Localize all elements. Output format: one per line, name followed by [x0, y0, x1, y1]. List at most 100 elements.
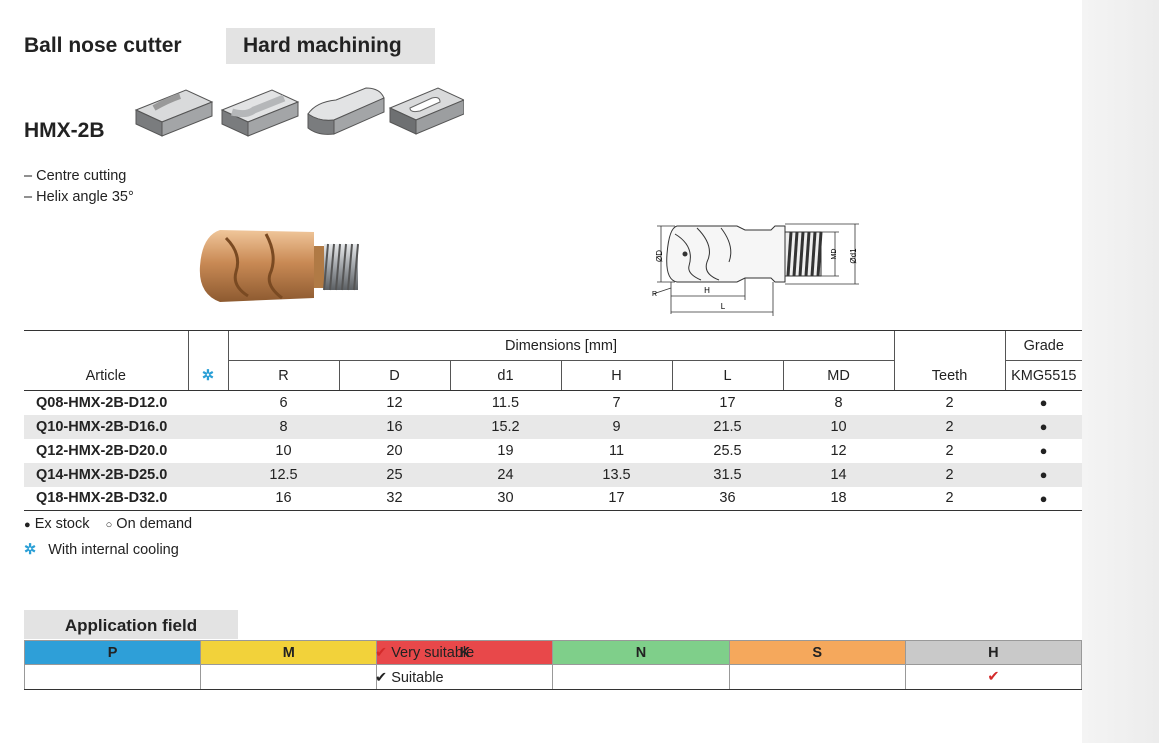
- cell-h: 17: [561, 486, 672, 511]
- suitability-s: [728, 664, 906, 690]
- internal-cooling-icon: ✲: [24, 542, 37, 558]
- pocket-shape-icon: [388, 87, 464, 135]
- drawing-label-d1: Ød1: [849, 248, 858, 264]
- cell-r: 16: [228, 486, 339, 511]
- very-suitable-label: Very suitable: [391, 645, 475, 661]
- cell-md: 10: [783, 414, 895, 439]
- legend-cooling-line: ✲ With internal cooling: [24, 538, 192, 563]
- model-name: HMX-2B: [24, 119, 105, 142]
- channel-shape-icon: [220, 89, 300, 137]
- cell-d1: 19: [497, 442, 514, 459]
- legend-suitable: ✔ Suitable: [375, 666, 474, 691]
- cell-d1: 30: [450, 486, 561, 511]
- product-family-title: Ball nose cutter: [24, 34, 182, 57]
- cell-grade: ●: [1005, 462, 1083, 487]
- on-demand-icon: ○: [105, 519, 113, 531]
- cell-grade: ●: [1039, 395, 1048, 411]
- article-cell: Q08-HMX-2B-D12.0: [36, 394, 168, 411]
- groove-shape-icon: [134, 89, 214, 137]
- cell-teeth: 2: [894, 462, 1006, 487]
- teeth-header: Teeth: [893, 330, 1006, 391]
- article-cell: Q14-HMX-2B-D25.0: [24, 462, 188, 487]
- feature-item: – Centre cutting: [24, 168, 127, 184]
- ex-stock-label: Ex stock: [34, 516, 90, 532]
- column-header-d: D: [338, 360, 450, 391]
- material-s: S: [728, 640, 906, 665]
- ex-stock-icon: ●: [24, 519, 31, 531]
- material-n: N: [552, 640, 730, 665]
- article-cell: Q10-HMX-2B-D16.0: [24, 414, 188, 439]
- column-header-r: R: [227, 360, 339, 391]
- feature-item: – Helix angle 35°: [24, 189, 134, 205]
- material-h: H: [904, 640, 1083, 665]
- cooling-header-icon: ✲: [187, 330, 228, 391]
- cell-r: 10: [275, 442, 292, 459]
- cell-l: 36: [672, 486, 783, 511]
- drawing-label-r: R: [652, 291, 657, 298]
- dimensions-header: Dimensions [mm]: [227, 330, 895, 361]
- technical-drawing-diagram: ØD Ød1 MD R H L: [652, 223, 859, 316]
- cell-d: 25: [339, 462, 450, 487]
- cell-l: 31.5: [672, 462, 783, 487]
- suitable-label: Suitable: [391, 670, 444, 686]
- cell-grade: ●: [1005, 486, 1083, 511]
- suitability-legend: ✔ Very suitable ✔ Suitable: [375, 641, 474, 691]
- column-header-l: L: [671, 360, 783, 391]
- grade-name-header: KMG5515: [1004, 360, 1083, 391]
- suitability-k: [376, 664, 554, 690]
- cell-l: 21.5: [672, 414, 783, 439]
- table-row: Q10-HMX-2B-D16.0 8 16 15.2 9 21.5 10 2 ●: [24, 414, 1083, 439]
- cell-r: 8: [228, 414, 339, 439]
- application-shapes-icon: [134, 87, 464, 137]
- drawing-label-md: MD: [831, 249, 838, 260]
- cell-h: 9: [561, 414, 672, 439]
- cell-d: 20: [386, 442, 403, 459]
- profile-shape-icon: [307, 87, 385, 135]
- article-cell: Q18-HMX-2B-D32.0: [24, 486, 188, 511]
- legend-very-suitable: ✔ Very suitable: [375, 641, 474, 666]
- cell-d: 12: [386, 394, 403, 411]
- suitability-p: [23, 664, 202, 690]
- cell-md: 8: [834, 394, 843, 411]
- cell-d1: 24: [450, 462, 561, 487]
- cell-d: 16: [339, 414, 450, 439]
- cell-d: 32: [339, 486, 450, 511]
- material-k: K: [376, 640, 554, 665]
- black-check-icon: ✔: [375, 670, 388, 686]
- material-m: M: [200, 640, 378, 665]
- on-demand-label: On demand: [116, 516, 193, 532]
- specification-table: Article ✲ Dimensions [mm] Teeth Grade R …: [24, 330, 1083, 511]
- legend-stock-line: ● Ex stock ○ On demand: [24, 512, 192, 538]
- table-row: Q12-HMX-2B-D20.0 10 20 19 11 25.5 12 2 ●: [24, 439, 1082, 463]
- cell-d1: 11.5: [491, 394, 520, 411]
- cell-l: 25.5: [713, 442, 742, 459]
- article-cell: Q12-HMX-2B-D20.0: [36, 442, 168, 459]
- cell-h: 7: [612, 394, 621, 411]
- cell-md: 12: [830, 442, 847, 459]
- drawing-label-d: ØD: [655, 250, 664, 262]
- cell-r: 12.5: [228, 462, 339, 487]
- stock-legend: ● Ex stock ○ On demand ✲ With internal c…: [24, 512, 192, 563]
- application-field-grid: P M K N S H ✔: [23, 640, 1083, 690]
- red-check-icon: ✔: [375, 645, 388, 661]
- application-field-title: Application field: [24, 610, 238, 639]
- cell-teeth: 2: [945, 442, 954, 459]
- cell-d1: 15.2: [450, 414, 561, 439]
- drawing-label-h: H: [704, 286, 710, 295]
- cell-h: 13.5: [561, 462, 672, 487]
- cell-teeth: 2: [945, 394, 954, 411]
- article-header: Article: [24, 330, 188, 391]
- suitability-n: [552, 664, 730, 690]
- table-row: Q14-HMX-2B-D25.0 12.5 25 24 13.5 31.5 14…: [24, 462, 1083, 487]
- feature-list: – Centre cutting – Helix angle 35°: [24, 166, 134, 208]
- cell-r: 6: [279, 394, 288, 411]
- cell-h: 11: [608, 442, 625, 459]
- column-header-d1: d1: [449, 360, 561, 391]
- suitability-h-check-icon: ✔: [904, 664, 1083, 690]
- cutter-photo-image: [199, 230, 359, 302]
- column-header-h: H: [560, 360, 672, 391]
- cell-l: 17: [719, 394, 736, 411]
- table-row: Q08-HMX-2B-D12.0 6 12 11.5 7 17 8 2 ●: [24, 391, 1082, 415]
- cell-teeth: 2: [894, 486, 1006, 511]
- cell-grade: ●: [1039, 443, 1048, 458]
